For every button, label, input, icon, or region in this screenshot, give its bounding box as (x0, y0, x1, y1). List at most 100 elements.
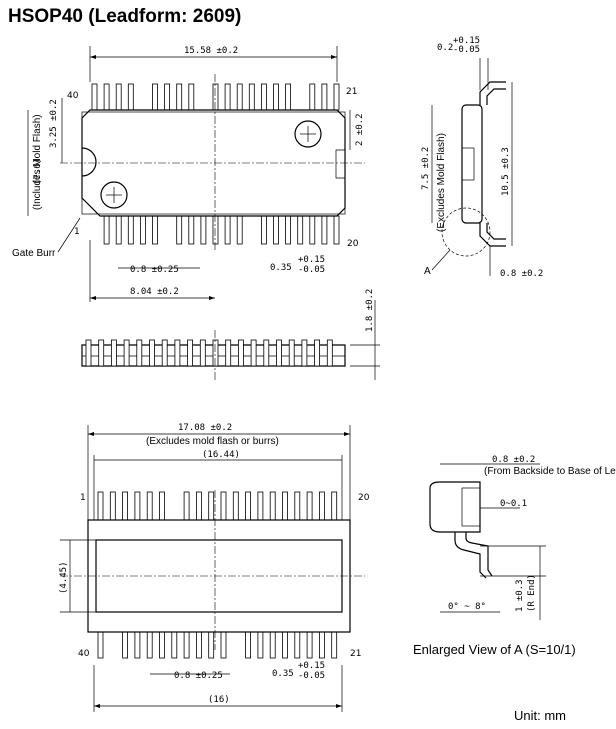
body-width-dim: 7.5 ±0.2 (421, 147, 431, 190)
lead-thickness-plus: +0.15 (453, 36, 480, 46)
detail-a-label: A (424, 266, 431, 277)
lead (225, 339, 232, 367)
bottom-lead-width-plus: +0.15 (298, 661, 325, 671)
foot-dim: 0.8 ±0.2 (500, 269, 543, 279)
angle-dim: 0° ~ 8° (448, 602, 486, 612)
lead (273, 215, 279, 245)
lead (200, 215, 207, 245)
lead (232, 491, 239, 521)
top-pitch-dim: 0.8 ±0.25 (130, 265, 179, 275)
lead (85, 339, 92, 367)
lead (136, 339, 143, 367)
total-width-dim: 10.5 ±0.3 (501, 147, 511, 196)
lead (260, 215, 267, 245)
lead (159, 491, 165, 521)
top-offset-dim: 3.25 ±0.2 (49, 99, 59, 148)
heatsink-width-dim: (4.45) (59, 561, 69, 594)
end-view: 0.2 +0.15 -0.05 A 7.5 ±0.2 (Excludes Mol… (421, 36, 543, 279)
lead (306, 631, 313, 659)
lead (257, 631, 264, 659)
lead (152, 83, 158, 111)
top-lead-row (91, 83, 340, 111)
pin-21-label: 21 (346, 87, 357, 97)
top-lead-width-minus: -0.05 (298, 265, 325, 275)
bottom-pitch-dim: 0.8 ±0.25 (174, 671, 223, 681)
bottom-lead-width-base: 0.35 (272, 669, 294, 679)
lead (220, 631, 227, 659)
lead (109, 491, 116, 521)
top-lead-width-base: 0.35 (270, 263, 292, 273)
lead (152, 215, 158, 245)
lead (122, 491, 128, 521)
lead (318, 631, 325, 659)
lead (331, 631, 338, 659)
lead (164, 83, 171, 111)
lead (273, 83, 279, 111)
lead (183, 491, 190, 521)
lead (257, 491, 264, 521)
body-width-note: (Excludes Mold Flash) (436, 133, 447, 232)
lead (282, 491, 288, 521)
lead (326, 339, 333, 367)
bottom-pin-20-label: 20 (358, 493, 370, 503)
lead (294, 631, 301, 659)
lead (127, 215, 134, 245)
lead (306, 491, 313, 521)
lead (176, 215, 183, 245)
bottom-inner-length: (16.44) (202, 450, 240, 460)
lead (263, 339, 270, 367)
side-view: 1.8 ±0.2 (81, 289, 380, 380)
lead (127, 83, 134, 111)
lead (97, 491, 104, 521)
lead (236, 83, 243, 111)
lead (208, 631, 215, 659)
lead (91, 83, 98, 111)
lead (187, 339, 194, 367)
lead (111, 339, 117, 367)
lead (97, 631, 104, 659)
enlarged-view: 0.8 ±0.2 (From Backside to Base of Lead)… (413, 455, 616, 657)
bottom-pin-21-label: 21 (350, 649, 361, 659)
lead (208, 491, 215, 521)
page-title: HSOP40 (Leadform: 2609) (8, 6, 242, 27)
lead (103, 215, 110, 245)
bottom-length-dim: 17.08 ±0.2 (178, 423, 232, 433)
pin-1-label: 1 (74, 227, 80, 237)
bottom-view: 17.08 ±0.2 (Excludes mold flash or burrs… (59, 423, 370, 712)
top-side-dim: 2 ±0.2 (355, 113, 365, 146)
bottom-lead-width-minus: -0.05 (298, 671, 325, 681)
foot-length-dim: 1 ±0.3 (515, 579, 525, 612)
lead (161, 339, 168, 367)
lead (98, 339, 105, 367)
lead (301, 339, 308, 367)
bottom-length-note: (Excludes mold flash or burrs) (146, 436, 279, 447)
lead (245, 491, 252, 521)
top-width-dim: (7.6) (33, 158, 43, 185)
pin-20-label: 20 (347, 239, 359, 249)
lead (122, 631, 128, 659)
lead (123, 339, 130, 367)
standoff-dim: 0~0.1 (500, 499, 527, 509)
lead (220, 491, 227, 521)
lead (285, 215, 292, 245)
lead (212, 215, 219, 245)
top-view: 15.58 ±0.2 40 21 1 20 (7.6) (Includes Mo… (12, 46, 365, 302)
lead (309, 215, 316, 245)
bottom-lead-row (103, 215, 340, 245)
lead (237, 339, 244, 367)
top-length-dim: 15.58 ±0.2 (184, 46, 238, 56)
lead (146, 631, 153, 659)
top-width-note: (Includes Mold Flash) (32, 114, 43, 210)
lead-thickness-minus: -0.05 (453, 45, 480, 55)
lead (288, 339, 295, 367)
bottom-pin-40-label: 40 (78, 649, 90, 659)
pin-40-label: 40 (67, 91, 79, 101)
lead (103, 83, 110, 111)
lead (245, 631, 252, 659)
lead (188, 215, 195, 245)
backside-note: (From Backside to Base of Lead) (484, 466, 616, 477)
foot-length-note: (R End) (527, 574, 537, 612)
lead (321, 215, 328, 245)
lead (115, 83, 122, 111)
